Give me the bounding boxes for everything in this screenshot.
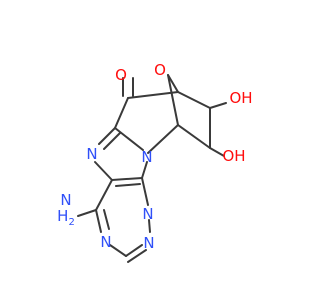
bond-c13-obridge — [167, 74, 179, 126]
atom-o-bridge: O — [154, 61, 166, 79]
bond-c12-oh — [209, 147, 225, 157]
bond-nleft-c2 — [109, 244, 127, 257]
bond-nimid-c4a — [94, 161, 113, 181]
bond-c2-nbr-1 — [125, 244, 143, 257]
atom-oh-upper: OH — [229, 89, 252, 107]
bond-c12-c13 — [177, 124, 211, 149]
bond-c4-nleft-2 — [103, 209, 110, 230]
atom-amine-nitrogen: N — [60, 191, 71, 209]
atom-amine: H2 — [57, 207, 75, 228]
bond-cketo-nimid-1 — [98, 127, 116, 145]
bond-c8a-nbridge — [141, 161, 148, 179]
bond-lines — [77, 74, 227, 263]
bond-nright-nbr — [148, 219, 151, 233]
bond-cketo-nbridge — [114, 127, 144, 151]
bond-c10-obridge — [167, 74, 179, 93]
bond-c10-c11 — [177, 91, 211, 109]
atom-n-pyrimidine-right: N — [142, 205, 153, 223]
bond-c4a-c8a-outer — [111, 177, 143, 181]
bond-c9-cketo — [114, 97, 129, 129]
atom-o-ketone: O — [115, 66, 127, 84]
atom-n-bridgehead: N — [141, 148, 152, 166]
atom-n-imidazole: N — [86, 145, 97, 163]
bond-c4a-c8a-inner — [115, 183, 141, 187]
bond-c2-nbr-2 — [127, 249, 147, 263]
atom-n-pyrimidine-bottom-right: N — [143, 234, 154, 252]
bond-c13-nbridge — [147, 124, 179, 154]
bond-c9-c10 — [127, 91, 179, 99]
atom-oh-lower: OH — [222, 147, 245, 165]
bond-c11-oh — [209, 102, 227, 109]
atom-labels: O O OH OH N N N N N H2 N — [57, 61, 252, 252]
bond-c4a-c4 — [95, 179, 113, 211]
bond-cketo-nimid-2 — [103, 132, 121, 150]
bond-c4-nleft-1 — [95, 209, 102, 233]
bond-c8a-nright — [141, 177, 149, 206]
atom-n-pyrimidine-bottom-left: N — [100, 233, 111, 251]
molecule-structure: O O OH OH N N N N N H2 N — [57, 61, 253, 263]
bond-c4-nh2 — [77, 209, 97, 217]
